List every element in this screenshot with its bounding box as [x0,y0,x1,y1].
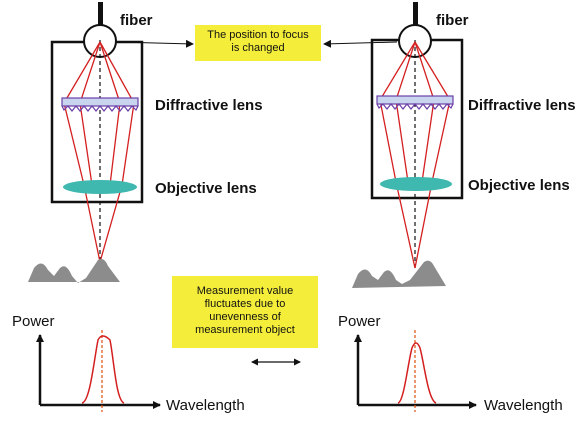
left-rays [63,41,135,263]
focus-arrow-left [117,39,194,48]
diffractive-lens-label-right: Diffractive lens [468,97,576,114]
measurement-note-line-1: Measurement value [196,285,294,297]
right-diffractive-lens [376,95,454,110]
focus-note-line-2: is changed [231,42,285,54]
right-housing [370,38,464,200]
left-spectrum-curve [81,335,125,404]
left-housing [50,40,144,204]
fiber-label-left: fiber [120,12,153,29]
power-label-left: Power [12,313,55,330]
objective-lens-label-left: Objective lens [155,180,257,197]
measurement-note-line-3: unevenness of [209,311,281,323]
left-objective-lens [63,180,137,194]
measurement-note-line-4: measurement object [195,324,295,336]
right-spectrum: Power Wavelength [338,313,563,414]
focus-change-note: The position to focus is changed [195,25,321,61]
objective-lens-label-right: Objective lens [468,177,570,194]
fiber-label-right: fiber [436,12,469,29]
measurement-note-line-2: fluctuates due to [204,298,286,310]
left-sensor [28,2,144,283]
right-fiber [413,2,418,40]
left-spectrum: Power Wavelength [12,313,245,414]
measurement-fluctuation-note: Measurement value fluctuates due to unev… [172,276,318,348]
left-fiber [98,2,103,40]
focus-arrow-right [323,39,398,48]
right-measurement-surface [352,260,446,288]
power-label-right: Power [338,313,381,330]
wavelength-label-left: Wavelength [166,397,245,414]
right-objective-lens [380,177,452,191]
left-diffractive-lens [61,97,139,112]
left-measurement-surface [28,258,120,283]
wavelength-label-right: Wavelength [484,397,563,414]
focus-note-line-1: The position to focus [207,29,309,41]
right-spectrum-curve [397,342,437,404]
right-sensor [352,2,464,288]
diffractive-lens-label-left: Diffractive lens [155,97,263,114]
